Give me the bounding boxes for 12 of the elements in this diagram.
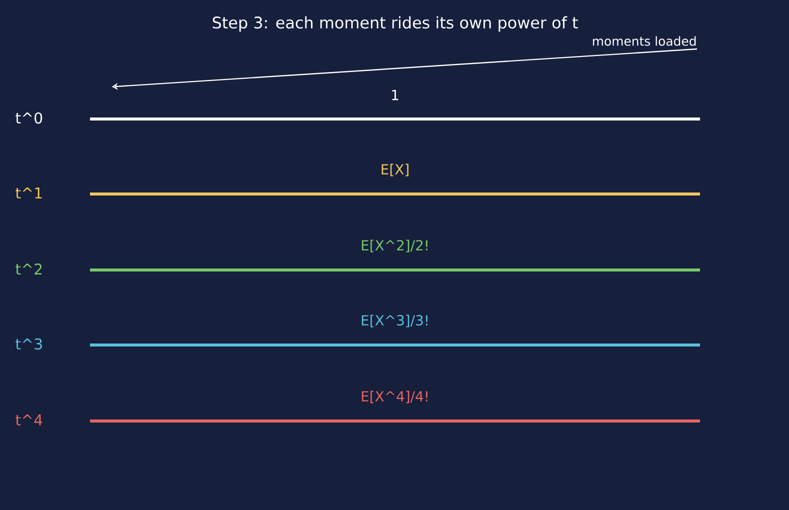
row-label: t^3	[16, 338, 42, 350]
rail-label: E[X^4]/4!	[362, 390, 428, 404]
note-text: moments loaded	[592, 36, 696, 46]
rail-label: E[X^3]/3!	[362, 314, 428, 328]
row-label: t^2	[16, 263, 42, 275]
rail-label: 1	[392, 90, 398, 100]
row-label: t^0	[16, 112, 42, 124]
row-label: t^4	[16, 414, 42, 426]
rail-label: E[X]	[382, 164, 408, 176]
title: Step 3: each moment rides its own power of t	[212, 16, 578, 32]
rail-label: E[X^2]/2!	[362, 240, 428, 252]
row-label: t^1	[16, 188, 42, 198]
